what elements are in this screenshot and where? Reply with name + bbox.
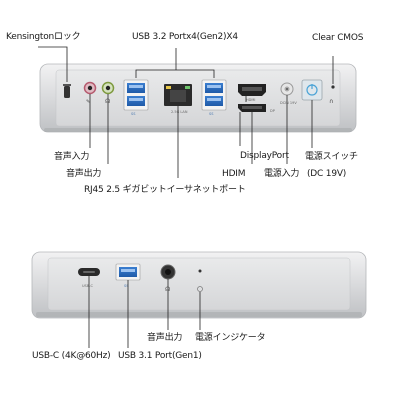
hdmi-port [238,84,266,96]
rj45-port [164,84,192,106]
front-device: ☊ [31,251,367,319]
clear-cmos-label: Clear CMOS [312,33,364,43]
usbc-small-label: USB-C [82,284,93,288]
audio-out-label: 音声出力 [66,169,102,179]
rj45-label: RJ45 2.5 ギガビットイーサネットポート [84,185,246,195]
dc-power-jack [280,82,294,96]
usbc-label: USB-C (4K@60Hz) [32,351,111,361]
front-audio-out-label: 音声出力 [147,333,183,343]
top-leader-lines [38,46,334,178]
usb32-label: USB 3.2 Portx4(Gen2)X4 [132,32,238,42]
bottom-leader-lines [88,276,201,348]
svg-text:✎: ✎ [86,99,90,105]
hdim-label: HDIM [222,169,246,179]
power-switch [301,79,323,101]
usb32-pair-right [201,79,227,111]
dp-small-label: DP [270,109,275,113]
usbc-port [78,268,100,276]
hdmi-small-label: HDMI [246,98,255,102]
usb-small-label-1: SS [131,112,136,116]
dc-small-label: DCIN 19V [280,101,297,105]
power-input-label: 電源入力 [264,169,300,179]
power-switch-dc-label: (DC 19V) [307,169,347,179]
kensington-lock-port [63,84,71,98]
clear-cmos-button: ∩ [329,85,335,105]
svg-text:∩: ∩ [329,98,333,105]
audio-in-label: 音声入力 [54,152,90,162]
usb31-label: USB 3.1 Port(Gen1) [118,351,202,361]
displayport-port [238,104,266,112]
usb3-small-label: SS [124,284,129,288]
usb-small-label-2: SS [209,112,214,116]
usb31-port [115,263,141,281]
usb32-pair-left [123,79,149,111]
displayport-label: DisplayPort [240,151,289,161]
power-indicator-led [197,269,203,292]
kensington-label: Kensingtonロック [6,32,81,42]
rj45-small-label: 2.5G LAN [171,110,188,114]
power-switch-label: 電源スイッチ [305,152,358,162]
rear-device: ✎ ☊ [39,63,357,133]
power-indicator-label: 電源インジケータ [195,333,266,343]
audio-in-jack: ✎ [83,81,97,105]
